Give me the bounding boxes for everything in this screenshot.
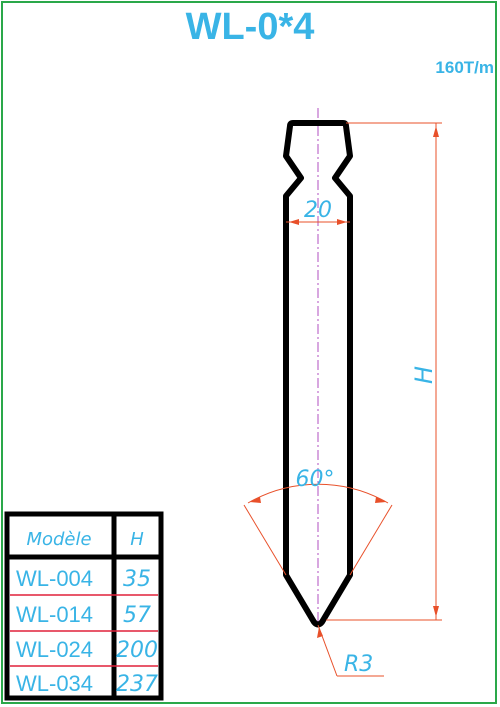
punch-outline bbox=[283, 120, 353, 628]
table-cell-h: 57 bbox=[123, 603, 151, 628]
angle-ext-left bbox=[243, 504, 287, 576]
table-row: WL-014 57 bbox=[16, 602, 151, 628]
angle-arc bbox=[247, 483, 389, 504]
angle-arrow-right bbox=[375, 497, 386, 503]
model-table: Modèle H WL-004 35 WL-014 57 WL-024 200 … bbox=[4, 511, 164, 701]
table-cell-model: WL-034 bbox=[16, 671, 93, 696]
table-header-h: H bbox=[130, 529, 144, 550]
angle-ext-right bbox=[349, 504, 393, 576]
drawing-title: WL-0*4 bbox=[185, 6, 315, 48]
angle-label: 60° bbox=[296, 467, 335, 492]
radius-label: R3 bbox=[344, 652, 373, 677]
angle-arrow-left bbox=[250, 497, 261, 503]
width-label: 20 bbox=[304, 198, 332, 223]
table-header-model: Modèle bbox=[26, 529, 91, 550]
capacity-label: 160T/m bbox=[435, 58, 494, 77]
height-arrow-bottom bbox=[433, 606, 439, 617]
table-cell-h: 200 bbox=[116, 638, 158, 663]
height-arrow-top bbox=[433, 126, 439, 137]
height-label: H bbox=[410, 366, 438, 384]
table-border bbox=[4, 511, 164, 701]
width-arrow-right bbox=[337, 219, 347, 225]
width-arrow-left bbox=[289, 219, 299, 225]
table-row: WL-004 35 bbox=[16, 566, 151, 592]
table-row: WL-034 237 bbox=[16, 671, 158, 697]
table-cell-h: 35 bbox=[123, 567, 151, 592]
table-cell-h: 237 bbox=[116, 672, 158, 697]
table-cell-model: WL-014 bbox=[16, 602, 93, 627]
table-row: WL-024 200 bbox=[16, 637, 158, 663]
table-cell-model: WL-004 bbox=[16, 566, 93, 591]
table-cell-model: WL-024 bbox=[16, 637, 93, 662]
radius-arrow bbox=[317, 627, 323, 638]
